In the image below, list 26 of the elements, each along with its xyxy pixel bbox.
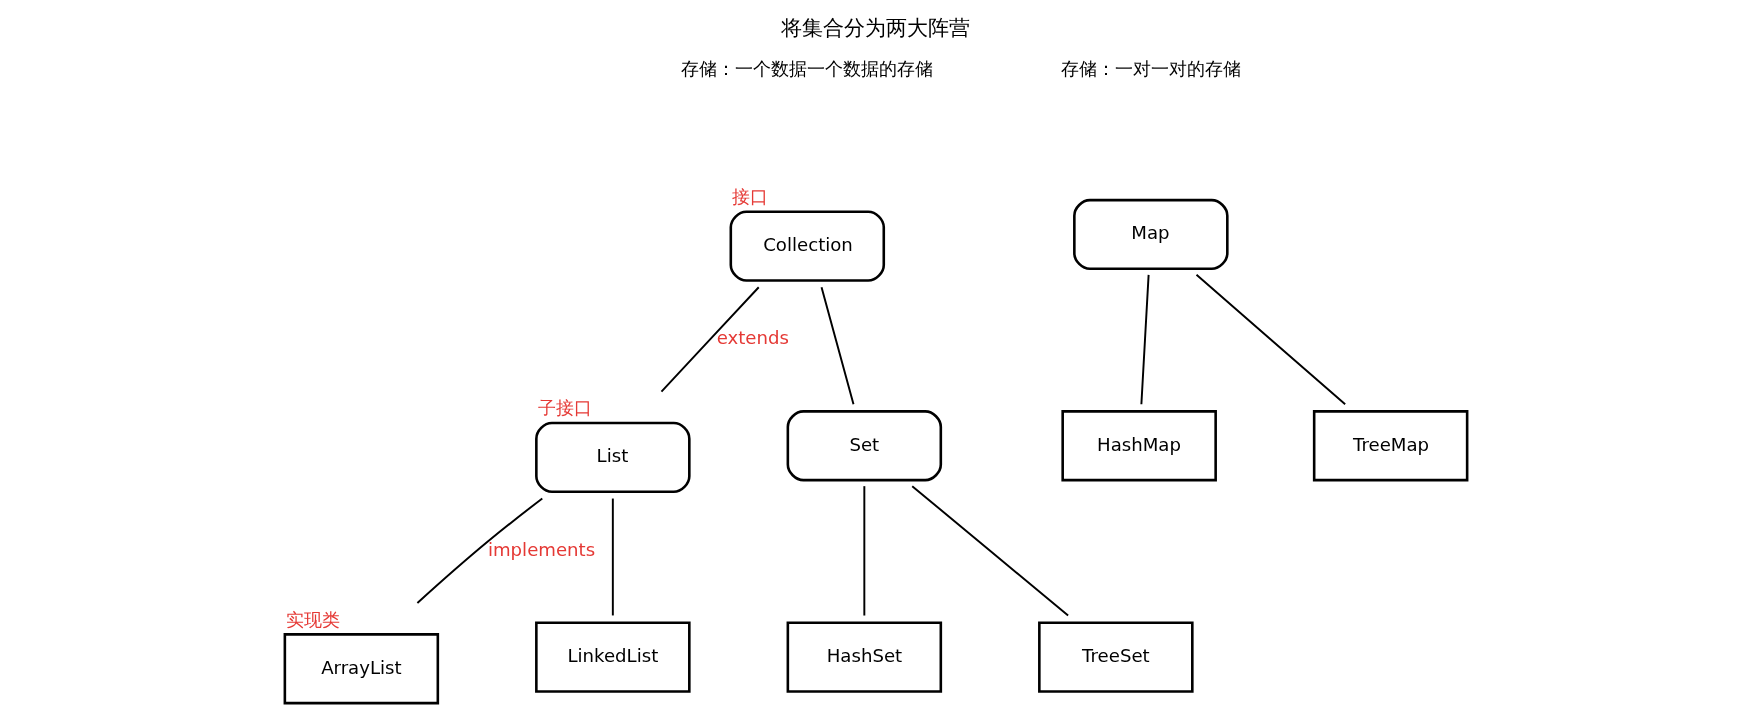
diagram-title: 将集合分为两大阵营 bbox=[781, 16, 971, 41]
node-box: List bbox=[535, 421, 691, 494]
label: 存储：一个数据一个数据的存储 bbox=[681, 58, 934, 80]
connector bbox=[611, 497, 614, 617]
node-box: TreeMap bbox=[1312, 410, 1469, 482]
connector bbox=[416, 497, 544, 604]
connector bbox=[863, 485, 866, 617]
edge-label: extends bbox=[716, 327, 789, 349]
label: 存储：一对一对的存储 bbox=[1060, 58, 1241, 80]
node-label: 实现类 bbox=[286, 608, 341, 630]
connector bbox=[911, 485, 1070, 617]
connector bbox=[1140, 273, 1150, 406]
node-box: Collection bbox=[729, 210, 886, 282]
node-box: ArrayList bbox=[283, 633, 440, 705]
edge-label: implements bbox=[487, 538, 596, 560]
node-box: TreeSet bbox=[1038, 621, 1194, 693]
connector bbox=[660, 286, 760, 393]
node-box: Map bbox=[1073, 198, 1229, 271]
node-box: LinkedList bbox=[535, 621, 691, 693]
node-label: 子接口 bbox=[537, 397, 592, 419]
node-box: HashSet bbox=[786, 621, 943, 693]
connector bbox=[1195, 273, 1347, 406]
node-box: Set bbox=[786, 410, 943, 482]
connector bbox=[820, 286, 855, 406]
node-box: HashMap bbox=[1061, 410, 1217, 482]
node-label: 接口 bbox=[732, 185, 769, 207]
